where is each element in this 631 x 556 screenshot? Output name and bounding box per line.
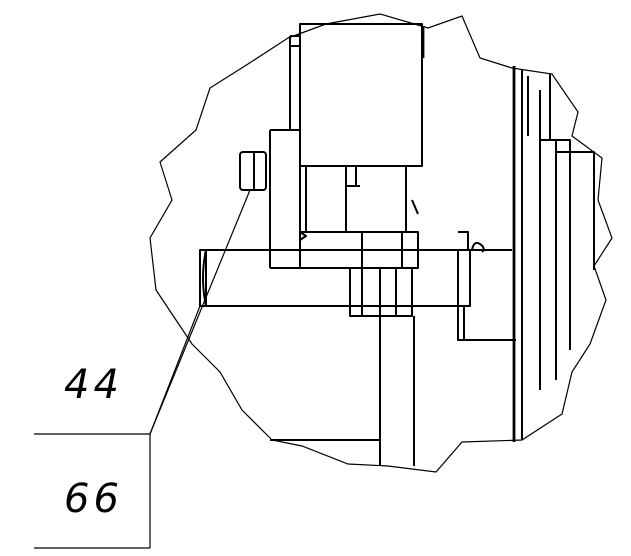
part-number-label: 44: [64, 362, 123, 408]
right-bracket: [457, 250, 516, 341]
knob-part: [239, 151, 267, 191]
lower-post: [379, 316, 415, 466]
hook-feature: [458, 231, 512, 253]
clamp-block: [349, 231, 419, 317]
leader-line-to-shaft: [149, 305, 201, 435]
mid-housing: [269, 129, 422, 268]
horizontal-shaft: [199, 249, 471, 307]
quantity-label: 66: [64, 476, 123, 522]
leader-line: [149, 189, 251, 435]
callout-box: [34, 433, 151, 549]
right-plates: [512, 66, 595, 442]
upper-block: [289, 23, 425, 167]
